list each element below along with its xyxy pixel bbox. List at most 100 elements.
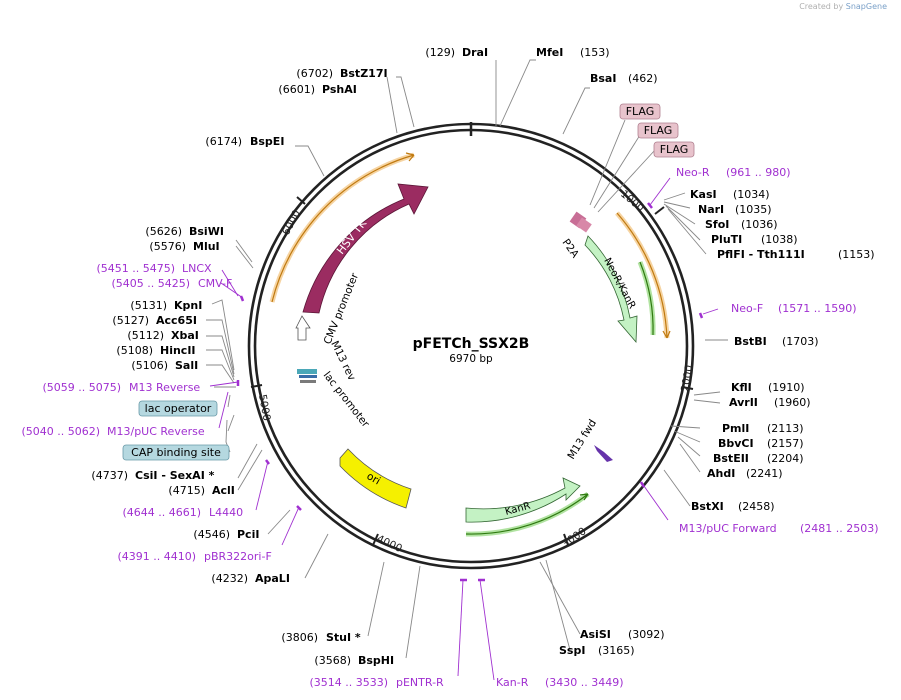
svg-text:(1153): (1153) xyxy=(838,248,875,261)
svg-text:XbaI: XbaI xyxy=(171,329,199,342)
svg-text:PciI: PciI xyxy=(237,528,259,541)
site-sspi: SspI(3165) xyxy=(559,644,635,657)
site-nari: NarI(1035) xyxy=(698,203,772,216)
primer-m13-reverse: (5059 .. 5075) M13 Reverse xyxy=(42,381,200,394)
label-flag-1: FLAG xyxy=(619,103,661,120)
svg-text:KasI: KasI xyxy=(690,188,717,201)
svg-text:(5576): (5576) xyxy=(149,240,186,253)
svg-text:(5127): (5127) xyxy=(112,314,149,327)
site-csii: (4737)CsiI - SexAI * xyxy=(91,469,214,482)
site-kfli: KflI(1910) xyxy=(731,381,805,394)
site-bbvci: BbvCI(2157) xyxy=(718,437,804,450)
label-lac-operator: lac operator xyxy=(138,400,218,417)
svg-text:BspHI: BspHI xyxy=(358,654,394,667)
svg-text:(4715): (4715) xyxy=(168,484,205,497)
svg-text:Neo-F: Neo-F xyxy=(731,302,763,315)
svg-text:PmlI: PmlI xyxy=(722,422,749,435)
feature-label-hsv-tk: HSV TK xyxy=(334,217,369,257)
label-flag-2: FLAG xyxy=(637,122,679,139)
svg-text:BstXI: BstXI xyxy=(691,500,724,513)
svg-text:(129): (129) xyxy=(425,46,455,59)
svg-text:(5059 .. 5075): (5059 .. 5075) xyxy=(42,381,121,394)
feature-label-ori: ori xyxy=(365,470,383,487)
primer-kan-r: Kan-R(3430 .. 3449) xyxy=(496,676,624,689)
primer-l4440: (4644 .. 4661)L4440 xyxy=(122,506,243,519)
svg-text:(3092): (3092) xyxy=(628,628,665,641)
svg-text:(3568): (3568) xyxy=(314,654,351,667)
svg-text:lac operator: lac operator xyxy=(145,402,212,415)
site-sali: (5106)SalI xyxy=(131,359,198,372)
site-pflfi: PflFI - Tth111I (1153) xyxy=(717,248,875,261)
site-kasi: KasI(1034) xyxy=(690,188,770,201)
site-mlui: (5576)MluI xyxy=(149,240,219,253)
svg-text:pENTR-R: pENTR-R xyxy=(396,676,444,689)
feature-hsv-tk xyxy=(302,183,429,314)
svg-text:AclI: AclI xyxy=(212,484,235,497)
primer-m13puc-rev: (5040 .. 5062) M13/pUC Reverse xyxy=(21,425,204,438)
svg-text:(3165): (3165) xyxy=(598,644,635,657)
svg-text:(1910): (1910) xyxy=(768,381,805,394)
svg-text:Acc65I: Acc65I xyxy=(156,314,197,327)
svg-text:PshAI: PshAI xyxy=(322,83,357,96)
svg-text:PflFI - Tth111I: PflFI - Tth111I xyxy=(717,248,805,261)
feature-cmv-arrow xyxy=(295,315,311,341)
svg-text:M13/pUC Reverse: M13/pUC Reverse xyxy=(107,425,205,438)
site-bsai: BsaI(462) xyxy=(590,72,658,85)
svg-text:FLAG: FLAG xyxy=(626,105,655,118)
svg-text:BbvCI: BbvCI xyxy=(718,437,754,450)
svg-text:BstBI: BstBI xyxy=(734,335,767,348)
site-bstbi: BstBI (1703) xyxy=(734,335,819,348)
svg-text:(5112): (5112) xyxy=(127,329,164,342)
primer-cmv-f: (5405 .. 5425) CMV-F xyxy=(111,277,232,290)
svg-text:(6174): (6174) xyxy=(205,135,242,148)
site-bsphi: (3568) BspHI xyxy=(314,654,394,667)
svg-text:(5626): (5626) xyxy=(145,225,182,238)
svg-text:CMV-F: CMV-F xyxy=(198,277,232,290)
site-bspei: (6174)BspEI xyxy=(205,135,284,148)
svg-text:FLAG: FLAG xyxy=(660,143,689,156)
svg-text:(1703): (1703) xyxy=(782,335,819,348)
svg-text:CAP binding site: CAP binding site xyxy=(131,446,221,459)
svg-text:ApaLI: ApaLI xyxy=(255,572,290,585)
feature-label-m13fwd: M13 fwd xyxy=(565,417,599,461)
svg-text:Kan-R: Kan-R xyxy=(496,676,529,689)
svg-text:MfeI: MfeI xyxy=(536,46,563,59)
site-pluti: PluTI(1038) xyxy=(711,233,798,246)
tick-label-5000: 5000 xyxy=(256,393,272,421)
svg-text:StuI *: StuI * xyxy=(326,631,361,644)
site-hincii: (5108)HincII xyxy=(116,344,195,357)
site-stui: (3806)StuI * xyxy=(281,631,361,644)
svg-text:(5108): (5108) xyxy=(116,344,153,357)
svg-text:(4232): (4232) xyxy=(211,572,248,585)
svg-text:SalI: SalI xyxy=(175,359,198,372)
svg-text:BsaI: BsaI xyxy=(590,72,616,85)
svg-text:(4644 .. 4661): (4644 .. 4661) xyxy=(122,506,201,519)
feature-neo xyxy=(584,235,638,344)
svg-text:FLAG: FLAG xyxy=(644,124,673,137)
feature-kanr xyxy=(465,477,581,523)
svg-text:(1571 .. 1590): (1571 .. 1590) xyxy=(778,302,857,315)
svg-text:(5131): (5131) xyxy=(130,299,167,312)
site-pshai: (6601)PshAI xyxy=(278,83,356,96)
label-flag-3: FLAG xyxy=(653,141,695,158)
site-ahdi: AhdI(2241) xyxy=(707,467,783,480)
feature-ori xyxy=(339,448,412,509)
site-kpni: (5131)KpnI xyxy=(130,299,202,312)
snapgene-credit: Created by SnapGene xyxy=(799,2,887,11)
svg-text:(6702): (6702) xyxy=(296,67,333,80)
site-xbai: (5112) XbaI xyxy=(127,329,198,342)
primer-marks xyxy=(236,202,704,582)
svg-text:(5040 .. 5062): (5040 .. 5062) xyxy=(21,425,100,438)
svg-text:M13 Reverse: M13 Reverse xyxy=(129,381,200,394)
svg-text:(1960): (1960) xyxy=(774,396,811,409)
svg-text:(5405 .. 5425): (5405 .. 5425) xyxy=(111,277,190,290)
svg-text:CsiI - SexAI *: CsiI - SexAI * xyxy=(135,469,215,482)
svg-text:Neo-R: Neo-R xyxy=(676,166,710,179)
p2a-marks xyxy=(569,211,592,233)
svg-text:(3514 .. 3533): (3514 .. 3533) xyxy=(309,676,388,689)
svg-text:(4391 .. 4410): (4391 .. 4410) xyxy=(117,550,196,563)
svg-text:AhdI: AhdI xyxy=(707,467,735,480)
svg-text:(2113): (2113) xyxy=(767,422,804,435)
svg-text:LNCX: LNCX xyxy=(182,262,212,275)
primer-pentr-r: (3514 .. 3533) pENTR-R xyxy=(309,676,444,689)
